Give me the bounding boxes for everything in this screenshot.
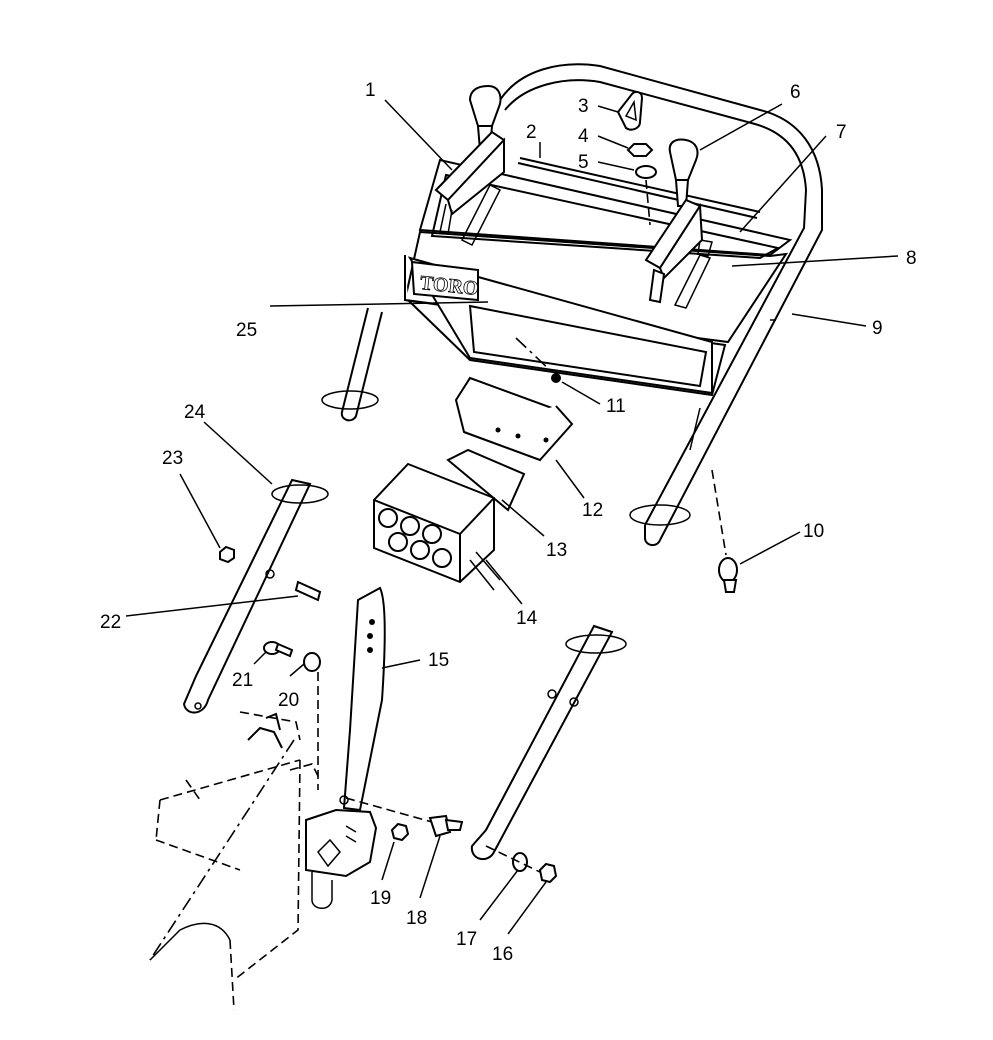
nut-16 xyxy=(538,862,558,884)
screw-11 xyxy=(551,373,561,383)
callout-21: 21 xyxy=(232,670,253,691)
callout-24: 24 xyxy=(184,402,206,423)
callout-8: 8 xyxy=(906,248,917,269)
bolt-21 xyxy=(263,641,294,658)
callout-19: 19 xyxy=(370,888,391,909)
battery-bracket xyxy=(454,376,574,462)
callout-10: 10 xyxy=(803,521,824,542)
upper-handle xyxy=(321,63,823,546)
washer-17 xyxy=(512,852,528,872)
callout-6: 6 xyxy=(790,82,801,103)
callout-16: 16 xyxy=(492,944,513,965)
stud-18 xyxy=(428,814,464,838)
nut-23 xyxy=(219,545,235,564)
callout-5: 5 xyxy=(578,152,589,173)
battery-pad xyxy=(446,448,526,512)
callout-2: 2 xyxy=(526,122,537,143)
callout-1: 1 xyxy=(365,80,376,101)
battery xyxy=(373,462,501,591)
callout-9: 9 xyxy=(872,318,883,339)
callouts: 1 2 3 4 5 6 7 8 9 10 11 12 13 14 15 16 1… xyxy=(100,80,917,965)
callout-23: 23 xyxy=(162,448,183,469)
left-lever xyxy=(434,84,506,235)
mower-deck xyxy=(149,711,321,1011)
callout-20: 20 xyxy=(278,690,299,711)
mounting-plate xyxy=(305,808,378,909)
bracket-15 xyxy=(339,586,386,812)
callout-4: 4 xyxy=(578,126,589,147)
callout-11: 11 xyxy=(606,396,626,417)
callout-15: 15 xyxy=(428,650,449,671)
callout-3: 3 xyxy=(578,96,589,117)
lower-left-handle xyxy=(182,478,329,714)
callout-14: 14 xyxy=(516,608,538,629)
callout-25: 25 xyxy=(236,320,257,341)
switch-10 xyxy=(711,469,738,593)
pin-22 xyxy=(294,580,322,602)
lower-right-handle xyxy=(470,624,627,861)
callout-17: 17 xyxy=(456,929,477,950)
key-nut xyxy=(626,143,654,157)
right-lever xyxy=(644,138,704,304)
leader-lines xyxy=(125,99,899,935)
nut-19 xyxy=(390,822,410,842)
callout-13: 13 xyxy=(546,540,567,561)
callout-22: 22 xyxy=(100,612,121,633)
key-washer xyxy=(635,165,657,179)
callout-7: 7 xyxy=(836,122,847,143)
callout-12: 12 xyxy=(582,500,603,521)
ignition-key xyxy=(616,90,644,131)
washer-20 xyxy=(303,652,321,672)
callout-18: 18 xyxy=(406,908,427,929)
